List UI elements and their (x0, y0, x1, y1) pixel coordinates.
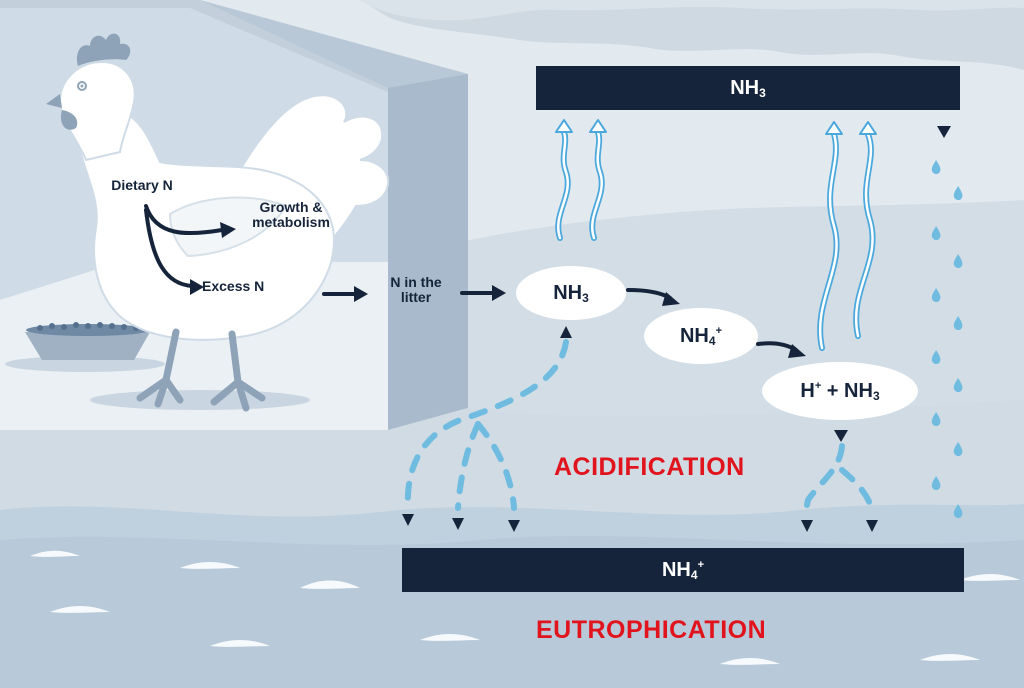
growth-metabolism-label: Growth & metabolism (252, 199, 330, 230)
excess-n-label: Excess N (202, 278, 265, 294)
feed-bowl (5, 322, 165, 372)
hen-illustration (46, 33, 390, 412)
water-nh4-label: NH4+ (661, 558, 704, 582)
water-nh4-bar: NH4+ (402, 548, 964, 592)
h-plus-nh3-bubble: H+ + NH3 (762, 362, 918, 420)
nh3-bubble: NH3 (516, 266, 626, 320)
acidification-label: ACIDIFICATION (554, 453, 745, 481)
atmosphere-nh3-bar: NH3 (536, 66, 960, 110)
dietary-n-label: Dietary N (111, 177, 173, 193)
nh4-bubble: NH4+ (644, 308, 758, 364)
eutrophication-label: EUTROPHICATION (536, 616, 767, 644)
n-in-litter-label: N in the litter (390, 274, 442, 305)
atmosphere-nh3-label: NH3 (730, 76, 766, 100)
